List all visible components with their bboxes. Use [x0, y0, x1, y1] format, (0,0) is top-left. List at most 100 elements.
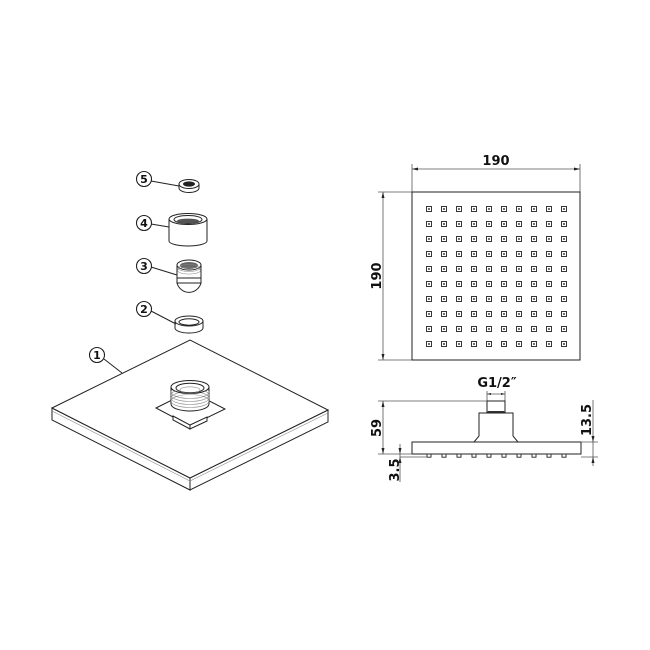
nozzle [441, 266, 447, 272]
part-4-nut [168, 213, 208, 247]
callout-3: 3 [135, 257, 178, 276]
nozzle [561, 251, 567, 257]
nozzle [471, 311, 477, 317]
nozzle [546, 266, 552, 272]
nozzle [561, 206, 567, 212]
width-label: 190 [482, 154, 509, 169]
nozzle [441, 296, 447, 302]
nozzle [546, 296, 552, 302]
nozzle [501, 341, 507, 347]
nozzle [531, 281, 537, 287]
nozzle [501, 236, 507, 242]
part-3-ball-joint [176, 259, 202, 293]
side-nozzle [516, 453, 522, 458]
nozzle [471, 266, 477, 272]
nozzle [561, 296, 567, 302]
side-view: G1/2″ 59 3.5 [370, 376, 598, 482]
nozzle [516, 296, 522, 302]
nozzle [456, 266, 462, 272]
total-height-label: 59 [370, 419, 385, 437]
callout-2: 2 [135, 300, 177, 325]
side-nozzle [486, 453, 492, 458]
nozzle [546, 281, 552, 287]
nozzle-height-dimension: 3.5 [388, 444, 428, 482]
nozzle [546, 251, 552, 257]
nozzle [456, 326, 462, 332]
part-2-ring [174, 315, 204, 334]
nozzle-height-label: 3.5 [388, 458, 403, 481]
nozzle [516, 266, 522, 272]
nozzle [426, 221, 432, 227]
nozzle [501, 296, 507, 302]
side-nozzle [561, 453, 567, 458]
side-nozzle [456, 453, 462, 458]
callout-5-label: 5 [140, 173, 148, 186]
nozzle [561, 266, 567, 272]
nozzle [426, 341, 432, 347]
nozzle [486, 221, 492, 227]
nozzle [561, 221, 567, 227]
nozzle [486, 341, 492, 347]
nozzle [456, 236, 462, 242]
nozzle [561, 311, 567, 317]
nozzle [546, 221, 552, 227]
nozzle [501, 326, 507, 332]
height-label: 190 [370, 262, 385, 289]
nozzle [501, 206, 507, 212]
nozzle [471, 341, 477, 347]
nozzle [426, 326, 432, 332]
thread-dimension: G1/2″ [477, 376, 517, 401]
width-dimension: 190 [411, 154, 581, 192]
side-view-plate [411, 441, 582, 455]
side-nozzle [546, 453, 552, 458]
callout-4: 4 [135, 214, 170, 232]
nozzle [531, 296, 537, 302]
nozzle [486, 326, 492, 332]
nozzle [441, 326, 447, 332]
thread-label: G1/2″ [477, 376, 517, 391]
nozzle [471, 296, 477, 302]
nozzle [531, 326, 537, 332]
nozzle [486, 251, 492, 257]
nozzle [456, 296, 462, 302]
nozzle [441, 311, 447, 317]
side-nozzle [501, 453, 507, 458]
nozzle [516, 326, 522, 332]
callout-2-label: 2 [140, 303, 148, 316]
nozzle [516, 341, 522, 347]
nozzle [516, 206, 522, 212]
nozzle [471, 206, 477, 212]
nozzle [531, 251, 537, 257]
nozzle-grid [426, 206, 567, 347]
nozzle [471, 236, 477, 242]
nozzle [441, 206, 447, 212]
side-nozzle [426, 453, 432, 458]
side-nozzle [471, 453, 477, 458]
top-view-plate [411, 191, 581, 361]
nozzle [456, 341, 462, 347]
side-connector [472, 400, 520, 443]
plate-thickness-label: 13.5 [580, 404, 595, 436]
part-1-shower-plate [50, 339, 330, 491]
total-height-dimension: 59 [370, 400, 487, 455]
nozzle [501, 266, 507, 272]
nozzle [456, 206, 462, 212]
plate-thickness-dimension: 13.5 [580, 400, 598, 466]
nozzle [471, 251, 477, 257]
callout-4-label: 4 [140, 217, 148, 230]
nozzle [516, 236, 522, 242]
side-nozzle [531, 453, 537, 458]
nozzle [471, 221, 477, 227]
nozzle [546, 341, 552, 347]
nozzle [426, 251, 432, 257]
nozzle [486, 281, 492, 287]
nozzle [441, 221, 447, 227]
nozzle [516, 251, 522, 257]
nozzle [501, 221, 507, 227]
nozzle [531, 236, 537, 242]
nozzle [546, 326, 552, 332]
nozzle [456, 221, 462, 227]
nozzle [471, 281, 477, 287]
nozzle [441, 341, 447, 347]
nozzle [531, 206, 537, 212]
